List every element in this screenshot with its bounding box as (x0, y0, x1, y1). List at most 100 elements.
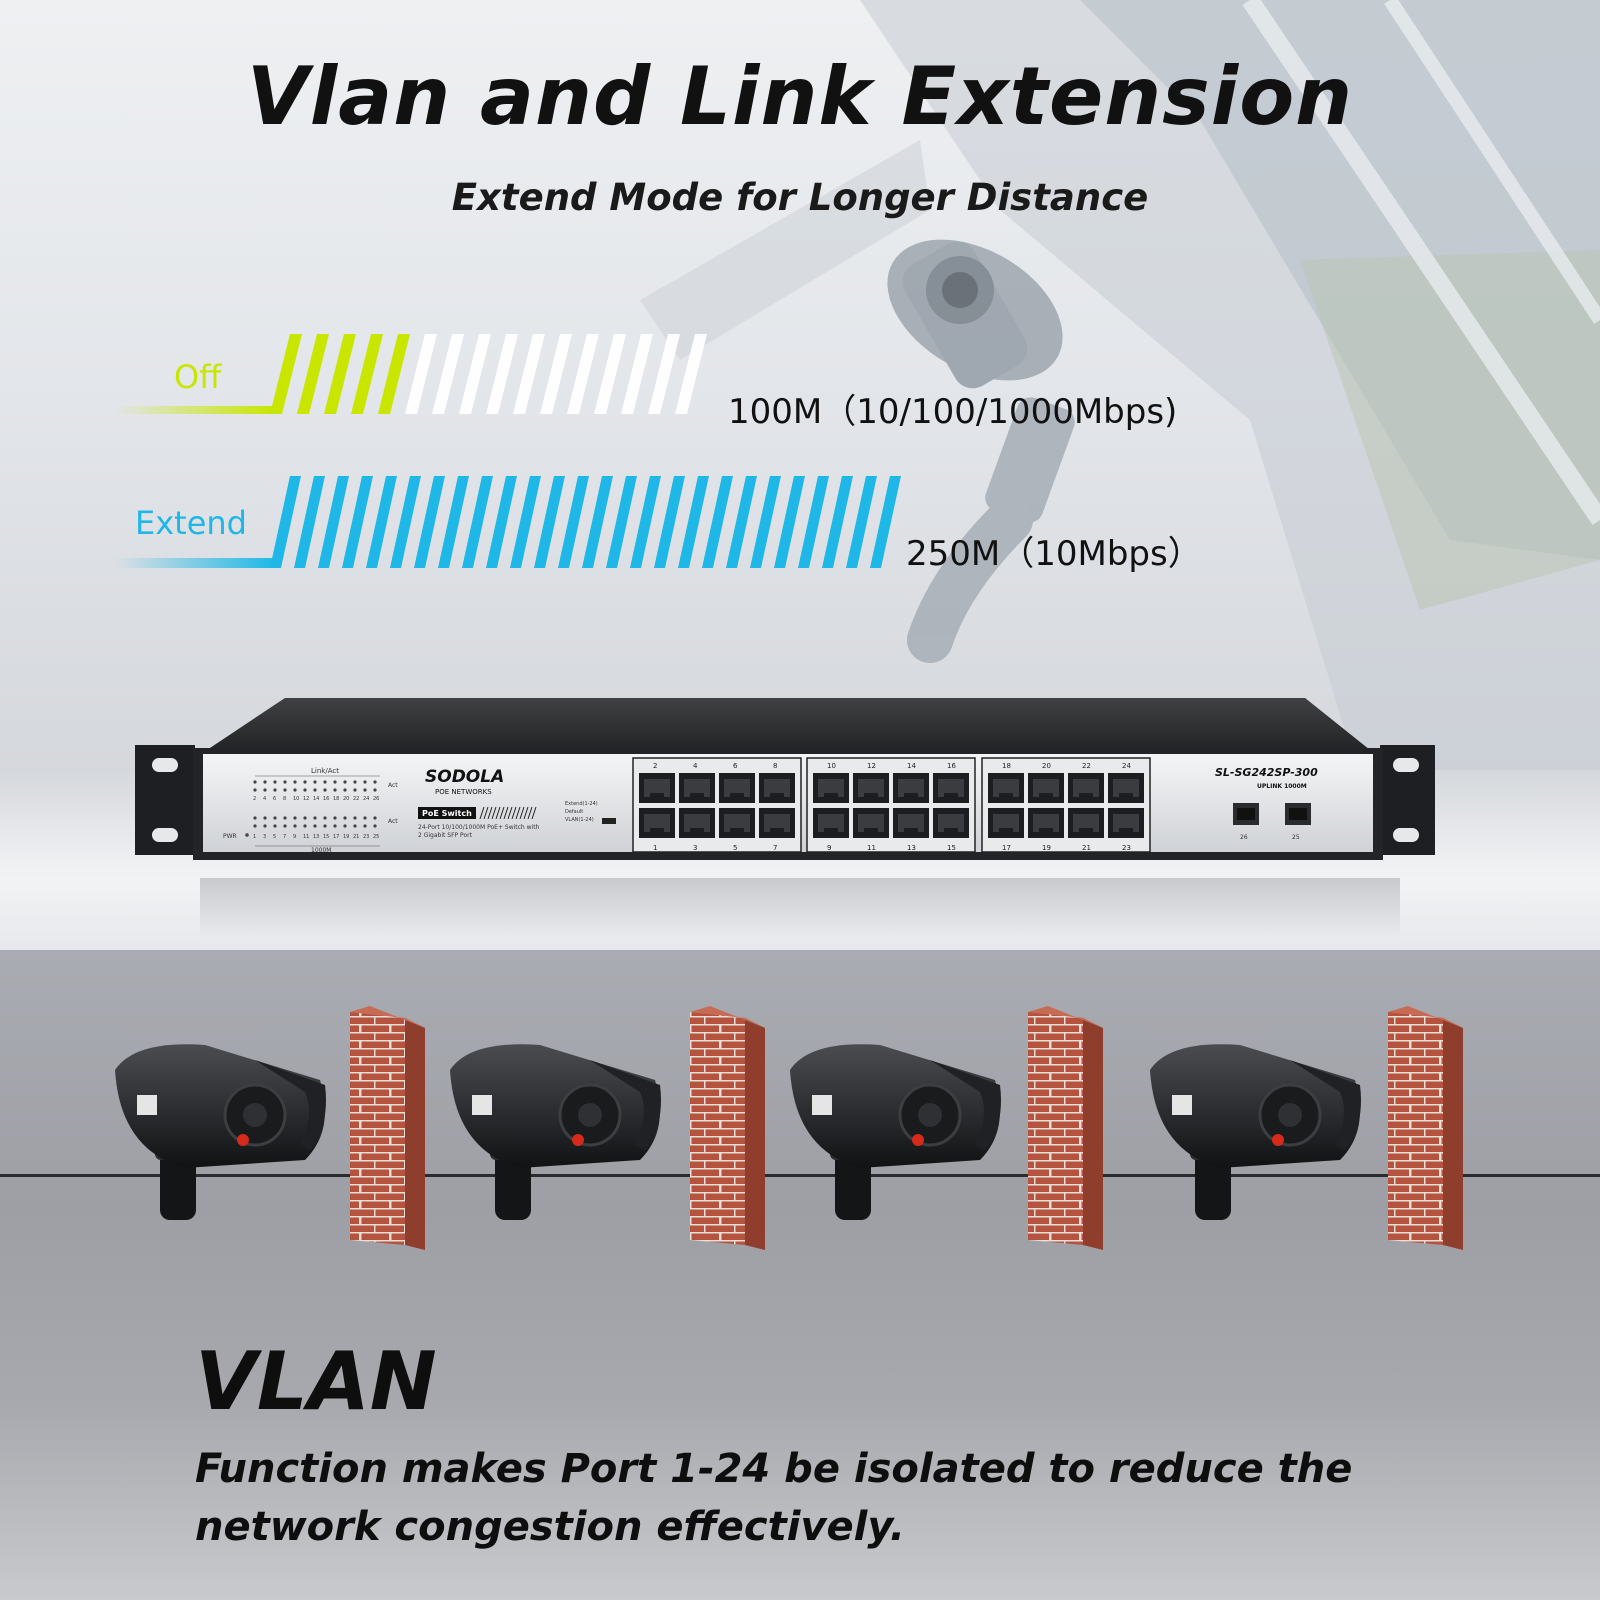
act-label-bottom: Act (388, 818, 398, 825)
rj45-port[interactable] (853, 808, 889, 838)
security-camera (1150, 1044, 1361, 1220)
off-speed-text: 100M（10/100/1000Mbps) (728, 392, 1178, 432)
vlan-heading: VLAN (195, 1335, 437, 1428)
led-number: 13 (313, 834, 319, 840)
extend-speed-bar (115, 476, 901, 568)
rj45-port[interactable] (1068, 773, 1104, 803)
brick-wall (1388, 1006, 1463, 1250)
sfp-port-25[interactable] (1285, 803, 1311, 825)
led-number: 6 (273, 796, 276, 802)
port-number: 15 (947, 844, 956, 852)
sfp-port-26[interactable] (1233, 803, 1259, 825)
vlan-description: Function makes Port 1-24 be isolated to … (195, 1446, 1353, 1550)
rj45-port[interactable] (1108, 773, 1144, 803)
rj45-port[interactable] (988, 773, 1024, 803)
port-number: 3 (693, 844, 697, 852)
switch-label-default: Default (565, 809, 583, 815)
led-number: 7 (283, 834, 286, 840)
device-desc-line1: 24-Port 10/100/1000M PoE+ Switch with (418, 824, 540, 831)
pwr-label: PWR (223, 833, 237, 840)
rj45-port[interactable] (719, 773, 755, 803)
led-number: 25 (373, 834, 379, 840)
sfp-number-26: 26 (1240, 834, 1248, 841)
brick-wall (690, 1006, 765, 1250)
led-number: 23 (363, 834, 369, 840)
extend-speed-text: 250M（10Mbps） (906, 534, 1202, 574)
background-camera (887, 239, 1075, 663)
device-desc-line2: 2 Gigabit SFP Port (418, 832, 473, 839)
led-number: 15 (323, 834, 329, 840)
led-number: 24 (363, 796, 369, 802)
mode-switch[interactable] (602, 818, 616, 824)
brand-sub: POE NETWORKS (435, 788, 492, 796)
port-number: 4 (693, 762, 698, 770)
rj45-port[interactable] (813, 773, 849, 803)
rj45-port[interactable] (639, 808, 675, 838)
act-label-top: Act (388, 782, 398, 789)
port-number: 13 (907, 844, 916, 852)
port-number: 2 (653, 762, 657, 770)
rj45-port[interactable] (853, 773, 889, 803)
led-number: 10 (293, 796, 299, 802)
led-number: 17 (333, 834, 339, 840)
rj45-port[interactable] (1108, 808, 1144, 838)
background-scene (640, 0, 1600, 780)
led-number: 2 (253, 796, 256, 802)
rj45-port[interactable] (679, 808, 715, 838)
network-cable (0, 1174, 1600, 1177)
camera-wall-scene (115, 1006, 1463, 1250)
rj45-port[interactable] (1028, 808, 1064, 838)
led-number: 12 (303, 796, 309, 802)
rj45-port[interactable] (988, 808, 1024, 838)
page-title: Vlan and Link Extension (246, 50, 1354, 143)
led-number: 16 (323, 796, 329, 802)
off-mode-label: Off (174, 358, 222, 396)
rj45-port[interactable] (1028, 773, 1064, 803)
led-number: 3 (263, 834, 266, 840)
sfp-number-25: 25 (1292, 834, 1300, 841)
switch-label-extend: Extend(1-24) (565, 801, 598, 807)
led-number: 21 (353, 834, 359, 840)
port-number: 6 (733, 762, 738, 770)
port-number: 22 (1082, 762, 1091, 770)
led-speed-label: 1000M (311, 847, 331, 854)
rj45-port[interactable] (679, 773, 715, 803)
rj45-port[interactable] (893, 808, 929, 838)
port-number: 20 (1042, 762, 1051, 770)
switch-reflection (200, 878, 1400, 938)
led-number: 11 (303, 834, 309, 840)
page-subtitle: Extend Mode for Longer Distance (451, 176, 1149, 219)
led-number: 19 (343, 834, 349, 840)
uplink-label: UPLINK 1000M (1257, 783, 1307, 790)
led-number: 9 (293, 834, 296, 840)
led-number: 8 (283, 796, 286, 802)
brick-wall (350, 1006, 425, 1250)
led-number: 22 (353, 796, 359, 802)
led-number: 26 (373, 796, 379, 802)
rj45-port[interactable] (759, 808, 795, 838)
port-number: 1 (653, 844, 657, 852)
led-number: 1 (253, 834, 256, 840)
poe-badge: PoE Switch (422, 809, 472, 818)
rj45-port[interactable] (759, 773, 795, 803)
brand-logo: SODOLA (425, 767, 504, 787)
port-number: 9 (827, 844, 831, 852)
rj45-port[interactable] (719, 808, 755, 838)
led-group-label: Link/Act (311, 767, 339, 775)
rj45-port[interactable] (813, 808, 849, 838)
rj45-port[interactable] (639, 773, 675, 803)
rj45-port[interactable] (1068, 808, 1104, 838)
port-number: 14 (907, 762, 916, 770)
rj45-port[interactable] (893, 773, 929, 803)
rj45-port[interactable] (933, 773, 969, 803)
security-camera (450, 1044, 661, 1220)
background-bottom (0, 950, 1600, 1600)
port-number: 7 (773, 844, 777, 852)
port-number: 23 (1122, 844, 1131, 852)
rj45-port[interactable] (933, 808, 969, 838)
brick-wall (1028, 1006, 1103, 1250)
port-number: 12 (867, 762, 876, 770)
port-number: 8 (773, 762, 777, 770)
led-number: 20 (343, 796, 349, 802)
